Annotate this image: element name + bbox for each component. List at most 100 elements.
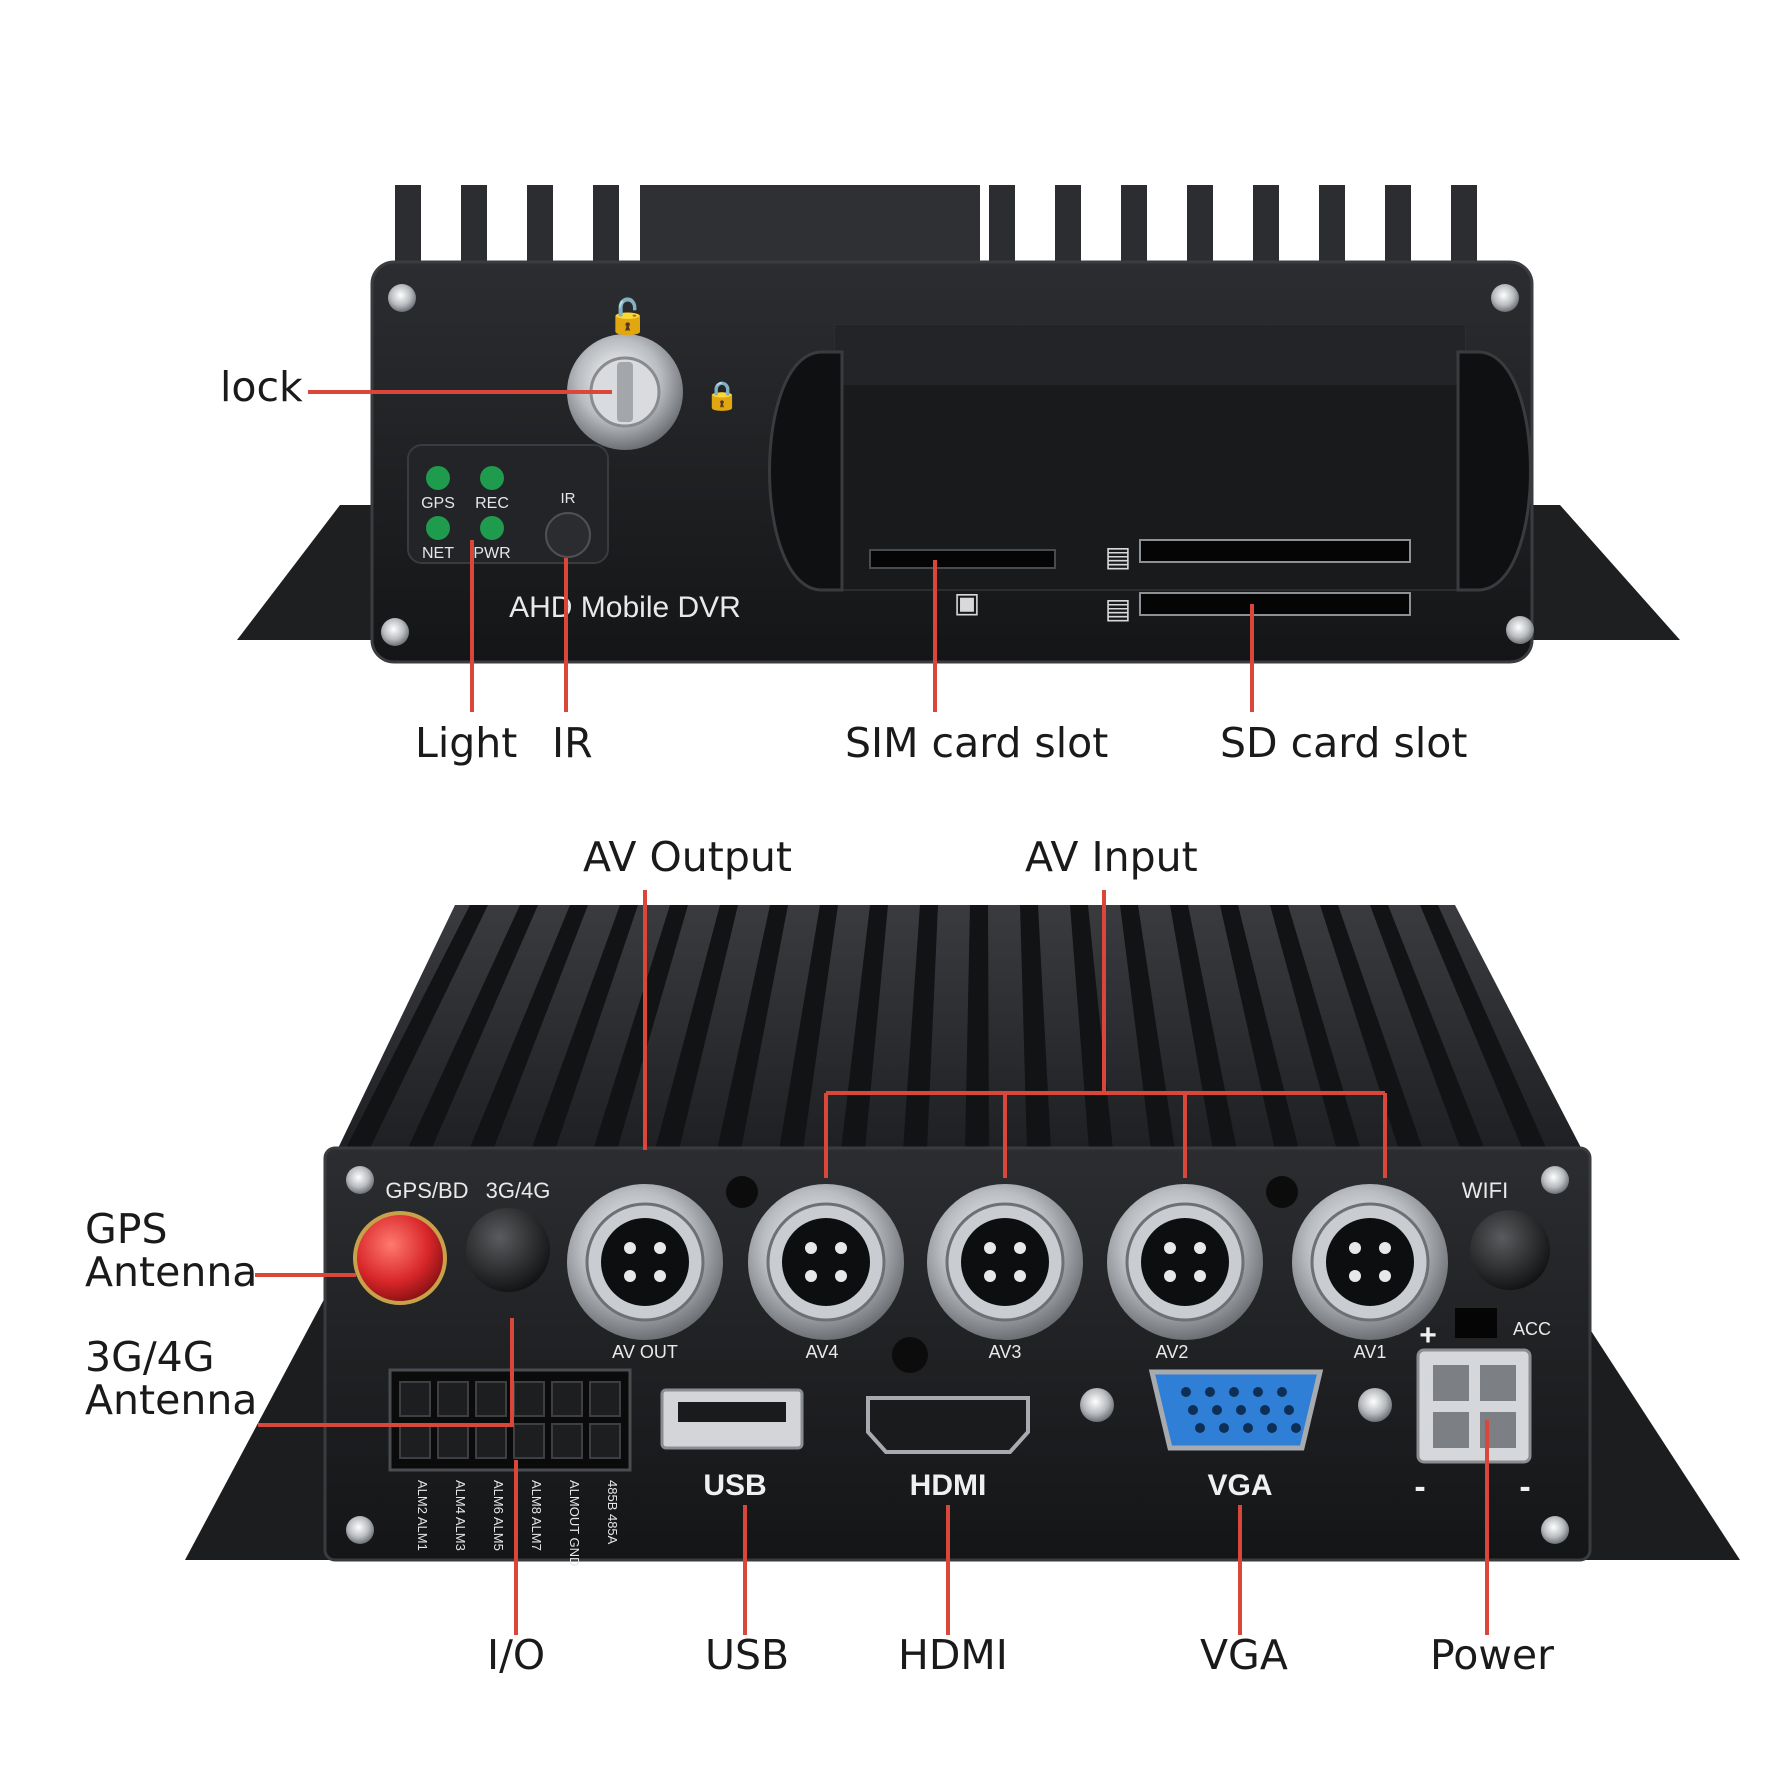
front-top-plate [640, 185, 980, 275]
callout-gps-antenna: GPS Antenna [85, 1205, 258, 1297]
callout-g34-antenna: 3G/4G Antenna [85, 1333, 258, 1425]
plus-label: + [1419, 1319, 1437, 1352]
av1-label: AV1 [1354, 1342, 1387, 1362]
cooling-fin [407, 905, 538, 1150]
cooling-fin [903, 905, 938, 1150]
cooling-fin [593, 185, 619, 275]
screw [381, 618, 409, 646]
mount-hole [726, 1176, 758, 1208]
cooling-fin [395, 185, 421, 275]
cooling-fin [345, 905, 488, 1150]
sd-card-icon: ▤ [1105, 541, 1131, 572]
drive-handle-left[interactable] [768, 350, 844, 592]
callout-ir: IR [552, 719, 593, 767]
acc-switch[interactable] [1455, 1308, 1497, 1338]
vga-port-label: VGA [1207, 1469, 1272, 1502]
io-pin-label: ALM4 ALM3 [453, 1480, 468, 1551]
callout-light: Light [415, 719, 518, 767]
av4-label: AV4 [806, 1342, 839, 1362]
led-label-rec: REC [475, 495, 509, 512]
cooling-fin [1320, 905, 1423, 1150]
io-pin-label: 485B 485A [605, 1480, 620, 1545]
gps-bd-port-label: GPS/BD [385, 1178, 468, 1203]
callout-sim: SIM card slot [845, 719, 1109, 767]
wifi-antenna-connector[interactable] [1470, 1210, 1550, 1290]
cooling-fin [1253, 185, 1279, 275]
callout-io: I/O [487, 1631, 546, 1679]
led-label-gps: GPS [421, 495, 455, 512]
cooling-fin [655, 905, 738, 1150]
mount-hole [892, 1337, 928, 1373]
sim-card-icon: ▣ [954, 587, 980, 618]
av3-label: AV3 [989, 1342, 1022, 1362]
usb-port-label: USB [703, 1469, 766, 1502]
sd-card-slot[interactable] [1139, 539, 1411, 563]
cooling-fin [1121, 185, 1147, 275]
cooling-fin [469, 905, 588, 1150]
av-out-connector[interactable] [567, 1184, 723, 1340]
led-net [426, 516, 450, 540]
brand-text: AHD Mobile DVR [509, 591, 741, 624]
drive-bay-lid [835, 325, 1465, 385]
cooling-fin [461, 185, 487, 275]
gps-antenna-connector[interactable] [355, 1213, 445, 1303]
g34-antenna-connector[interactable] [466, 1208, 550, 1292]
io-pin-label: ALM2 ALM1 [415, 1480, 430, 1551]
ir-sensor [545, 512, 591, 558]
sd-card-icon: ▤ [1105, 593, 1131, 624]
rear-device: GPS/BD 3G/4G AV OUT AV4 AV3 AV2 AV1 WIFI… [185, 905, 1740, 1566]
av-out-label: AV OUT [612, 1342, 678, 1362]
io-pin-label: ALM8 ALM7 [529, 1480, 544, 1551]
cooling-fin [527, 185, 553, 275]
sd-card-slot[interactable] [1139, 592, 1411, 616]
cooling-fin [717, 905, 788, 1150]
callout-av-input: AV Input [1025, 833, 1198, 881]
g34-port-label: 3G/4G [486, 1178, 551, 1203]
led-pwr [480, 516, 504, 540]
cooling-fin [779, 905, 838, 1150]
mount-hole [1266, 1176, 1298, 1208]
av4-connector[interactable] [748, 1184, 904, 1340]
front-device: 🔓 🔒 GPS REC NET PWR IR AHD Mobile DVR ▣ … [237, 185, 1680, 664]
av1-connector[interactable] [1292, 1184, 1448, 1340]
hdmi-port-label: HDMI [910, 1469, 987, 1502]
cooling-fin [1187, 185, 1213, 275]
cooling-fin [1319, 185, 1345, 275]
vga-screw [1080, 1388, 1114, 1422]
hdmi-port[interactable] [866, 1396, 1030, 1454]
cooling-fin [1370, 905, 1485, 1150]
callout-vga: VGA [1200, 1631, 1288, 1679]
av2-connector[interactable] [1107, 1184, 1263, 1340]
cooling-fin [1270, 905, 1361, 1150]
cooling-fin [1170, 905, 1237, 1150]
io-pin-label: ALMOUT GND [567, 1480, 582, 1566]
screw [1491, 284, 1519, 312]
cooling-fin [1420, 905, 1547, 1150]
rear-top-fins [345, 905, 1547, 1150]
cooling-fin [593, 905, 688, 1150]
cooling-fin [1055, 185, 1081, 275]
screw [1541, 1516, 1569, 1544]
drive-handle-right[interactable] [1456, 350, 1532, 592]
unlock-icon: 🔓 [607, 297, 649, 336]
screw [346, 1516, 374, 1544]
sim-card-slot[interactable] [869, 549, 1056, 569]
acc-label: ACC [1513, 1319, 1551, 1339]
minus-label: - [1414, 1468, 1425, 1506]
led-label-pwr: PWR [473, 545, 510, 562]
screw [1506, 616, 1534, 644]
screw [346, 1166, 374, 1194]
led-rec [480, 466, 504, 490]
callout-av-output: AV Output [583, 833, 792, 881]
cooling-fin [1120, 905, 1175, 1150]
led-gps [426, 466, 450, 490]
av3-connector[interactable] [927, 1184, 1083, 1340]
leader-lines [255, 390, 1489, 1635]
io-pin-label: ALM6 ALM5 [491, 1480, 506, 1551]
cooling-fin [1020, 905, 1051, 1150]
cooling-fin [1220, 905, 1299, 1150]
callout-hdmi: HDMI [898, 1631, 1008, 1679]
cooling-fin [1385, 185, 1411, 275]
screw [388, 284, 416, 312]
